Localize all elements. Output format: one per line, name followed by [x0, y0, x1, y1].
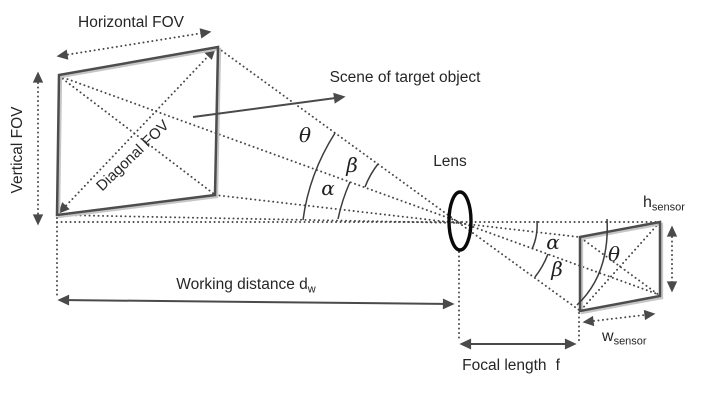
w-sensor-label: wsensor [601, 328, 647, 348]
beta-label-left: β [345, 153, 358, 177]
scene-diagonal-arrow [58, 48, 216, 214]
ray-top-right-corner [217, 47, 580, 311]
alpha-label-right: α [546, 230, 560, 254]
theta-label-left: θ [299, 123, 311, 147]
theta-arc-right [576, 218, 608, 306]
dimension-arrows-dotted [32, 28, 678, 327]
alpha-label-left: α [321, 176, 335, 200]
sensor-plane-shadow [580, 222, 664, 315]
sensor-diagonal-tl-br [580, 237, 660, 296]
vertical-fov-label: Vertical FOV [9, 106, 26, 194]
w-sensor-arrow [582, 309, 656, 327]
scene-diagonal-tl-br [58, 75, 215, 195]
lens-label: Lens [433, 153, 467, 170]
beta-arc-right [534, 253, 549, 278]
ray-bottom-right-corner [214, 194, 580, 238]
sensor-plane-outline [578, 220, 662, 313]
sensor-plane [578, 220, 664, 315]
alpha-arc-right [531, 220, 538, 250]
beta-arc-left [364, 163, 379, 188]
solid-arrows [57, 92, 577, 350]
sensor-diagonal-bl-tr [580, 222, 660, 311]
horizontal-fov-arrow [56, 28, 212, 60]
beta-label-right: β [550, 257, 563, 281]
scene-pointer-arrow [192, 92, 346, 118]
lens-ellipse [447, 190, 473, 252]
ray-lines [56, 47, 661, 343]
h-sensor-label: hsensor [643, 194, 685, 214]
ray-top-left-corner [58, 75, 661, 296]
theta-label-right: θ [608, 242, 620, 266]
working-distance-arrow [57, 294, 455, 310]
theta-arc-left [302, 132, 336, 221]
alpha-arc-left [337, 181, 351, 220]
scene-of-target-label: Scene of target object [330, 69, 481, 86]
diagonal-fov-label: Diagonal FOV [93, 117, 173, 195]
horizontal-fov-label: Horizontal FOV [78, 14, 185, 31]
angle-arcs [302, 132, 608, 306]
scene-plane-outline [55, 45, 220, 217]
ray-bottom-left-corner [57, 214, 462, 224]
scene-plane [55, 45, 222, 219]
scene-plane-shadow [57, 47, 222, 219]
working-distance-label: Working distance dw [176, 276, 316, 296]
